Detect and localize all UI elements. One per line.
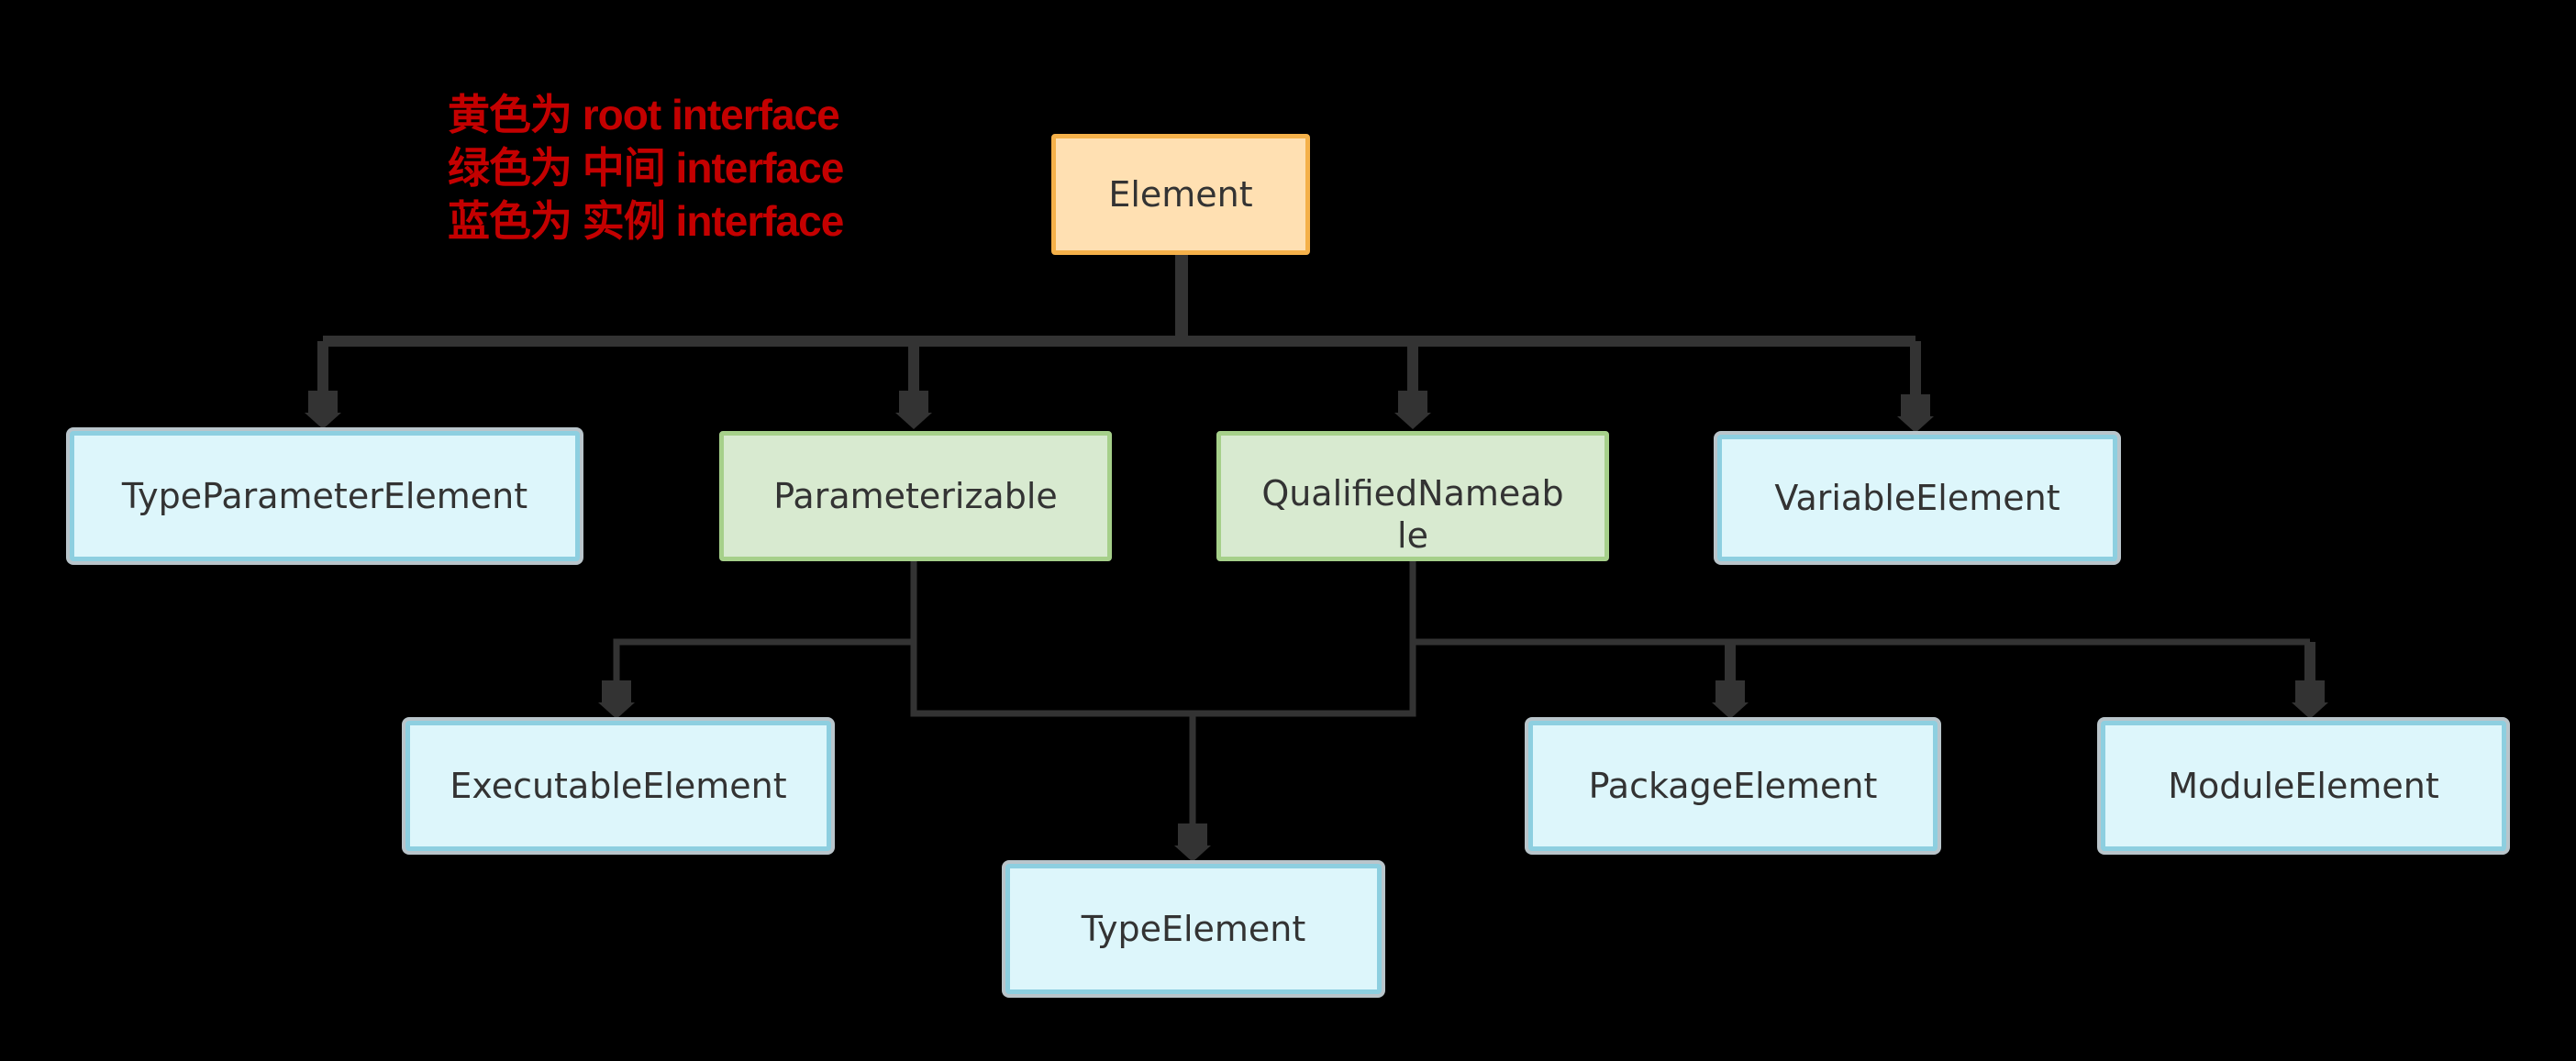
node-qualified-nameable-label: QualifiedNameable: [1261, 473, 1564, 556]
node-type-parameter-element-label: TypeParameterElement: [121, 476, 528, 516]
node-variable-element-label: VariableElement: [1774, 478, 2060, 518]
arrowhead-executable-element: [598, 680, 635, 719]
node-package-element[interactable]: PackageElement: [1528, 721, 1938, 851]
node-element-label: Element: [1108, 174, 1253, 215]
node-type-element-label: TypeElement: [1081, 909, 1306, 949]
node-element[interactable]: Element: [1051, 134, 1310, 255]
arrowhead-variable-element: [1897, 394, 1934, 433]
color-legend: 黄色为 root interface 绿色为 中间 interface 蓝色为 …: [448, 88, 844, 248]
arrowhead-qualified-nameable: [1394, 391, 1431, 429]
node-qualified-nameable[interactable]: QualifiedNameable: [1216, 431, 1609, 561]
arrowhead-parameterizable: [895, 391, 932, 429]
node-module-element-label: ModuleElement: [2168, 766, 2439, 806]
arrowhead-type-element: [1174, 823, 1211, 862]
node-module-element[interactable]: ModuleElement: [2101, 721, 2506, 851]
connector-qualified-to-type: [1193, 561, 1416, 717]
node-type-element[interactable]: TypeElement: [1005, 864, 1382, 994]
node-type-parameter-element[interactable]: TypeParameterElement: [70, 431, 580, 561]
node-parameterizable-label: Parameterizable: [773, 476, 1058, 516]
legend-root: 黄色为 root interface: [448, 91, 840, 138]
arrowhead-package-element: [1712, 680, 1749, 719]
node-executable-element[interactable]: ExecutableElement: [405, 721, 831, 851]
legend-middle: 绿色为 中间 interface: [448, 144, 844, 192]
connector-parameterizable-to-executable: [613, 561, 917, 684]
node-parameterizable[interactable]: Parameterizable: [719, 431, 1112, 561]
arrowhead-type-parameter-element: [305, 391, 341, 429]
node-executable-element-label: ExecutableElement: [450, 766, 787, 806]
arrowhead-module-element: [2292, 680, 2328, 719]
node-variable-element[interactable]: VariableElement: [1717, 435, 2117, 561]
legend-instance: 蓝色为 实例 interface: [448, 197, 844, 245]
node-package-element-label: PackageElement: [1588, 766, 1878, 806]
connector-parameterizable-to-type: [910, 642, 1196, 827]
